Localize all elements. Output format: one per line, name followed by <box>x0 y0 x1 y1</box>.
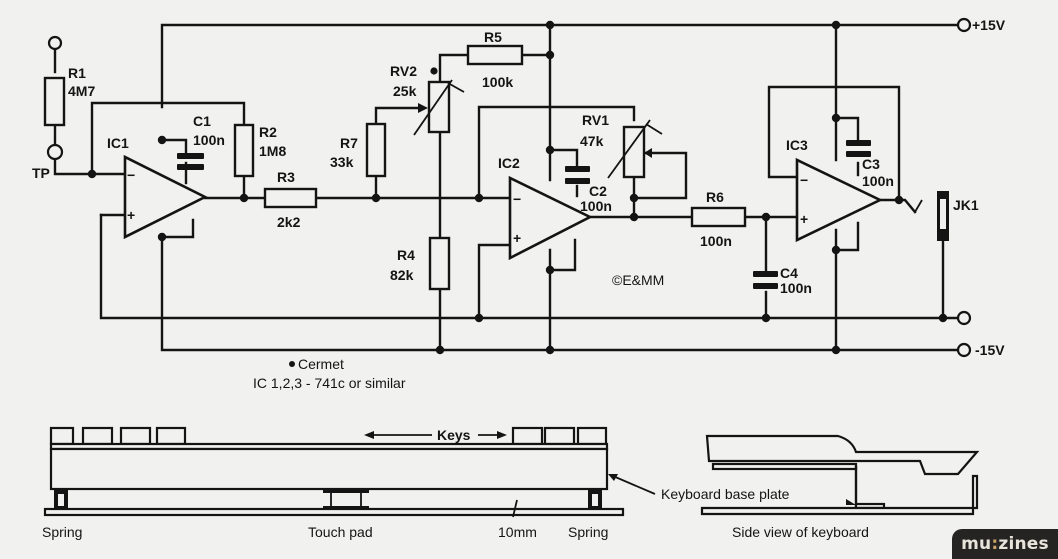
side-key-profile <box>705 434 980 476</box>
r1-top-terminal <box>47 35 63 51</box>
positive-rail <box>160 23 959 109</box>
rv2-value: 25k <box>393 83 417 99</box>
keys-label: Keys <box>437 427 471 443</box>
r6-value: 100n <box>700 233 732 249</box>
capacitor-c1 <box>177 153 204 170</box>
resistor-r5 <box>466 44 524 66</box>
keyboard-body <box>49 447 609 491</box>
capacitor-c4 <box>753 271 778 289</box>
keyboard-front-view: Keys Spring Touch pad 10mm Spring Keyboa… <box>42 426 790 540</box>
r6-label: R6 <box>706 189 724 205</box>
ic1-plus: + <box>127 207 135 223</box>
key <box>543 426 576 446</box>
brand-zines: zines <box>998 534 1049 554</box>
c2-value: 100n <box>580 198 612 214</box>
resistor-r3 <box>263 187 318 209</box>
keyboard-side-view: Side view of keyboard <box>700 434 980 540</box>
r5-value: 100k <box>482 74 513 90</box>
jk1-label: JK1 <box>953 197 979 213</box>
resistor-r2 <box>233 123 255 178</box>
potentiometer-rv1 <box>607 119 663 179</box>
tp-terminal <box>46 143 64 161</box>
key <box>511 426 544 446</box>
positive-rail-terminal <box>956 17 972 33</box>
capacitor-c2 <box>565 166 590 184</box>
c4-value: 100n <box>780 280 812 296</box>
cermet-note: Cermet <box>298 356 344 372</box>
r1-label: R1 <box>68 65 86 81</box>
ground-rail <box>99 213 959 320</box>
ground-terminal <box>956 310 972 326</box>
output-jack-jk1 <box>937 191 949 241</box>
opamp-ic1 <box>123 154 208 240</box>
key <box>576 426 608 446</box>
side-view-caption: Side view of keyboard <box>732 524 869 540</box>
key <box>155 426 187 446</box>
touch-pad-label: Touch pad <box>308 524 373 540</box>
side-base-plate <box>700 474 979 516</box>
side-key-rail <box>711 462 858 471</box>
r5-label: R5 <box>484 29 502 45</box>
spring-left-label: Spring <box>42 524 82 540</box>
r1-value: 4M7 <box>68 83 95 99</box>
ic1-minus: − <box>127 167 135 183</box>
resistor-r7 <box>365 122 387 178</box>
output-tick <box>904 199 923 214</box>
gap-label: 10mm <box>498 524 537 540</box>
c4-label: C4 <box>780 265 798 281</box>
rv2-cermet-marker <box>430 67 438 75</box>
ic3-plus: + <box>800 211 808 227</box>
negative-rail <box>160 235 959 352</box>
c3-label: C3 <box>862 156 880 172</box>
key <box>49 426 75 446</box>
c3-value: 100n <box>862 173 894 189</box>
rv1-value: 47k <box>580 133 604 149</box>
r3-label: R3 <box>277 169 295 185</box>
muzines-watermark: mu:zines <box>952 529 1058 559</box>
component-labels: R1 4M7 TP IC1 C1 100n R2 1M8 R3 2k2 R7 3… <box>32 17 1006 358</box>
r7-value: 33k <box>330 154 354 170</box>
key <box>81 426 114 446</box>
r4-value: 82k <box>390 267 414 283</box>
resistor-r1 <box>43 76 66 127</box>
c1-value: 100n <box>193 132 225 148</box>
brand-mu: mu <box>961 534 992 554</box>
ic2-minus: − <box>513 191 521 207</box>
positive-rail-label: +15V <box>972 17 1006 33</box>
negative-rail-label: -15V <box>975 342 1005 358</box>
r4-label: R4 <box>397 247 415 263</box>
ic2-plus: + <box>513 230 521 246</box>
rv2-label: RV2 <box>390 63 417 79</box>
r2-label: R2 <box>259 124 277 140</box>
r7-label: R7 <box>340 135 358 151</box>
tp-label: TP <box>32 165 50 181</box>
spring-right-label: Spring <box>568 524 608 540</box>
brand-colon: : <box>991 534 999 554</box>
key <box>119 426 152 446</box>
c2-label: C2 <box>589 183 607 199</box>
rv1-label: RV1 <box>582 112 609 128</box>
resistor-r6 <box>690 206 747 228</box>
cermet-marker <box>289 361 295 367</box>
copyright: ©E&MM <box>612 272 664 288</box>
touch-pad-shape <box>323 490 369 509</box>
resistor-r4 <box>428 236 451 291</box>
opamp-ic2 <box>508 175 593 261</box>
base-plate <box>43 507 625 517</box>
ic-note: IC 1,2,3 - 741c or similar <box>253 375 406 391</box>
base-plate-label: Keyboard base plate <box>661 486 790 502</box>
junction-dots <box>87 20 948 355</box>
negative-rail-terminal <box>956 342 972 358</box>
opamp-ic3 <box>795 157 883 243</box>
c1-label: C1 <box>193 113 211 129</box>
ic1-label: IC1 <box>107 135 129 151</box>
r2-value: 1M8 <box>259 143 286 159</box>
potentiometer-rv2 <box>413 79 465 136</box>
r3-value: 2k2 <box>277 214 301 230</box>
ic2-label: IC2 <box>498 155 520 171</box>
ic3-minus: − <box>800 172 808 188</box>
capacitor-c3 <box>846 140 871 157</box>
ic3-label: IC3 <box>786 137 808 153</box>
